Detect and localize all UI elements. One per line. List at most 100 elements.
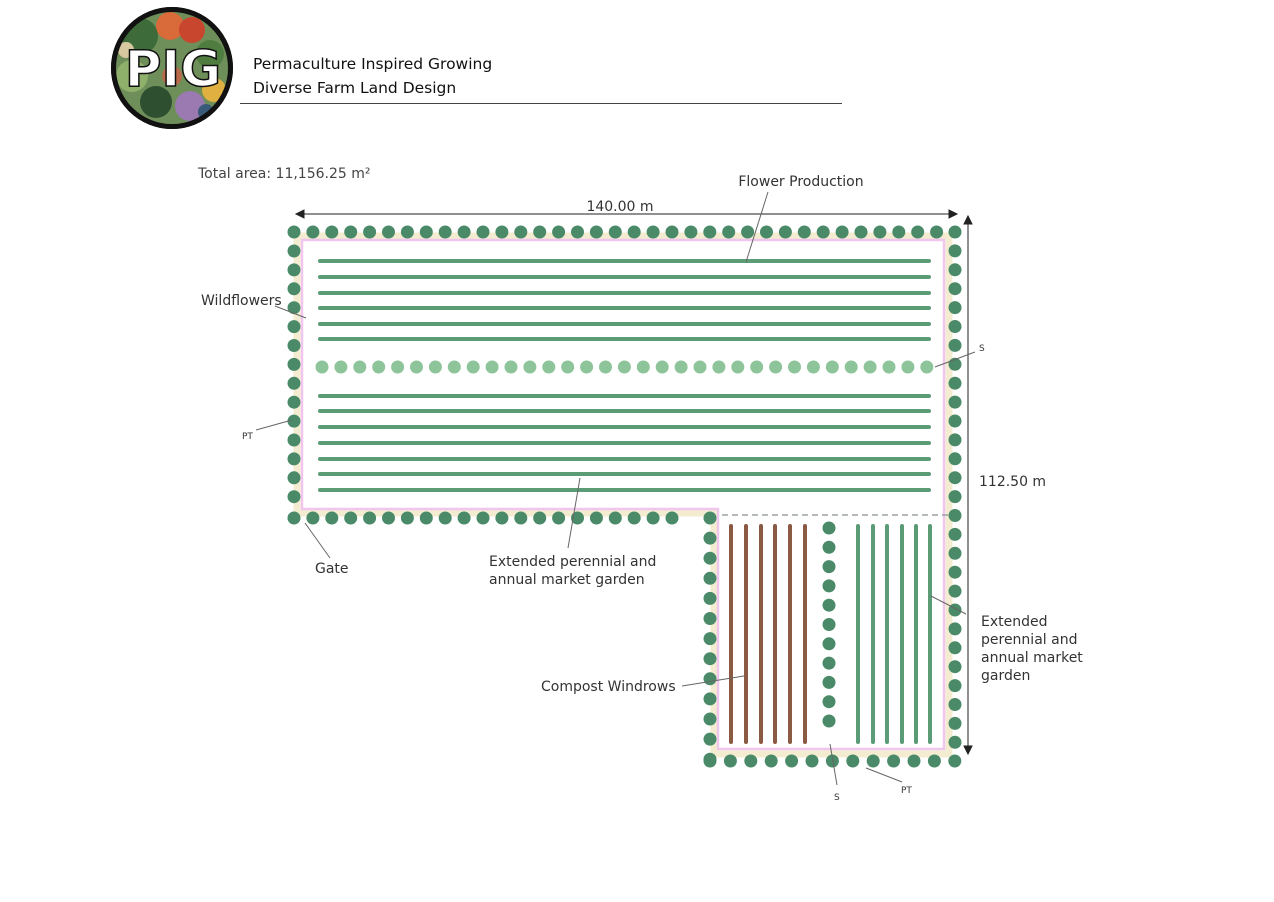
- shelter-tree: [825, 360, 839, 374]
- shelter-tree: [410, 360, 423, 374]
- shelter-tree: [485, 360, 499, 374]
- perimeter-tree: [382, 511, 395, 525]
- shelter-tree: [599, 360, 612, 374]
- perimeter-tree: [400, 511, 414, 525]
- perimeter-tree: [948, 735, 962, 749]
- perimeter-tree: [887, 754, 901, 768]
- perimeter-tree: [873, 225, 887, 239]
- perimeter-tree: [948, 452, 962, 466]
- perimeter-tree: [703, 672, 717, 686]
- shelter-tree: [731, 360, 745, 374]
- shelter-tree: [822, 675, 836, 689]
- perimeter-tree: [533, 511, 547, 525]
- perimeter-tree: [400, 225, 414, 239]
- shelter-tree: [542, 360, 556, 374]
- perimeter-tree: [514, 511, 528, 525]
- shelter-tree: [822, 579, 836, 593]
- perimeter-tree: [287, 244, 301, 258]
- perimeter-tree: [571, 511, 584, 525]
- perimeter-tree: [703, 571, 717, 585]
- shelter-tree: [806, 360, 820, 374]
- perimeter-tree: [797, 225, 811, 239]
- perimeter-tree: [514, 225, 528, 239]
- perimeter-tree: [744, 754, 758, 768]
- shelter-tree: [334, 360, 348, 374]
- wildflower-strip: [300, 238, 946, 751]
- perimeter-tree: [287, 339, 301, 352]
- pt-label-bottom: PT: [901, 786, 912, 796]
- perimeter-tree: [948, 527, 962, 541]
- shelter-tree: [920, 360, 934, 374]
- shelter-tree: [391, 360, 405, 374]
- market-garden-label-1a: Extended perennial and: [489, 554, 656, 570]
- perimeter-tree: [287, 320, 301, 334]
- market-garden-label-2d: garden: [981, 668, 1030, 684]
- perimeter-tree: [703, 612, 717, 625]
- perimeter-tree: [325, 511, 339, 525]
- perimeter-tree: [760, 225, 773, 239]
- shelter-tree: [822, 714, 836, 728]
- shelter-tree: [822, 637, 836, 651]
- perimeter-tree: [306, 511, 320, 525]
- perimeter-tree: [382, 225, 395, 239]
- perimeter-tree: [438, 225, 452, 239]
- shelter-tree: [636, 360, 650, 374]
- perimeter-tree: [866, 754, 880, 768]
- perimeter-tree: [846, 754, 860, 768]
- perimeter-tree: [665, 511, 679, 525]
- shelter-tree: [822, 540, 836, 554]
- shelter-tree: [693, 360, 707, 374]
- perimeter-tree: [948, 433, 962, 447]
- perimeter-tree: [627, 511, 641, 525]
- shelter-tree: [822, 695, 836, 709]
- perimeter-tree: [948, 546, 962, 560]
- perimeter-tree: [835, 225, 849, 239]
- market-garden-label-2a: Extended: [981, 614, 1048, 630]
- perimeter-tree: [703, 531, 717, 545]
- shelter-tree: [901, 360, 915, 374]
- width-label: 140.00 m: [586, 199, 653, 215]
- perimeter-tree: [627, 225, 641, 239]
- perimeter-tree: [816, 225, 830, 239]
- shelter-tree: [674, 360, 688, 374]
- compost-windrows-label: Compost Windrows: [541, 679, 676, 695]
- perimeter-tree: [703, 732, 717, 746]
- perimeter-trees: [287, 225, 962, 768]
- perimeter-tree: [665, 225, 679, 239]
- perimeter-tree: [805, 754, 819, 768]
- header-title: Permaculture Inspired Growing: [253, 55, 493, 73]
- shelter-tree: [315, 360, 329, 374]
- width-dimension: [294, 209, 959, 219]
- shelter-tree: [712, 360, 726, 374]
- perimeter-tree: [703, 225, 717, 239]
- perimeter-tree: [907, 754, 921, 768]
- market-garden-beds-east: [856, 524, 932, 744]
- s-label-right: S: [979, 344, 985, 354]
- shelter-tree: [561, 360, 575, 374]
- shelter-tree: [822, 656, 836, 670]
- perimeter-tree: [948, 395, 962, 409]
- shelter-tree: [353, 360, 367, 374]
- perimeter-tree: [287, 511, 301, 525]
- wildflowers-label: Wildflowers: [201, 293, 282, 309]
- shelter-tree: [822, 521, 836, 535]
- perimeter-tree: [764, 754, 778, 768]
- perimeter-tree: [948, 225, 962, 239]
- perimeter-tree: [948, 622, 962, 636]
- perimeter-tree: [646, 511, 660, 525]
- height-label: 112.50 m: [979, 474, 1046, 490]
- perimeter-tree: [344, 511, 358, 525]
- perimeter-tree: [948, 698, 962, 711]
- perimeter-tree: [948, 490, 962, 504]
- perimeter-tree: [948, 263, 962, 277]
- shelter-tree: [863, 360, 877, 374]
- pt-label-left: PT: [242, 432, 253, 442]
- perimeter-tree: [948, 338, 962, 352]
- perimeter-tree: [476, 511, 490, 525]
- shelter-tree: [523, 360, 537, 374]
- perimeter-tree: [785, 754, 799, 768]
- shelter-tree: [788, 360, 801, 374]
- market-garden-beds: [318, 394, 931, 492]
- perimeter-tree: [703, 632, 717, 646]
